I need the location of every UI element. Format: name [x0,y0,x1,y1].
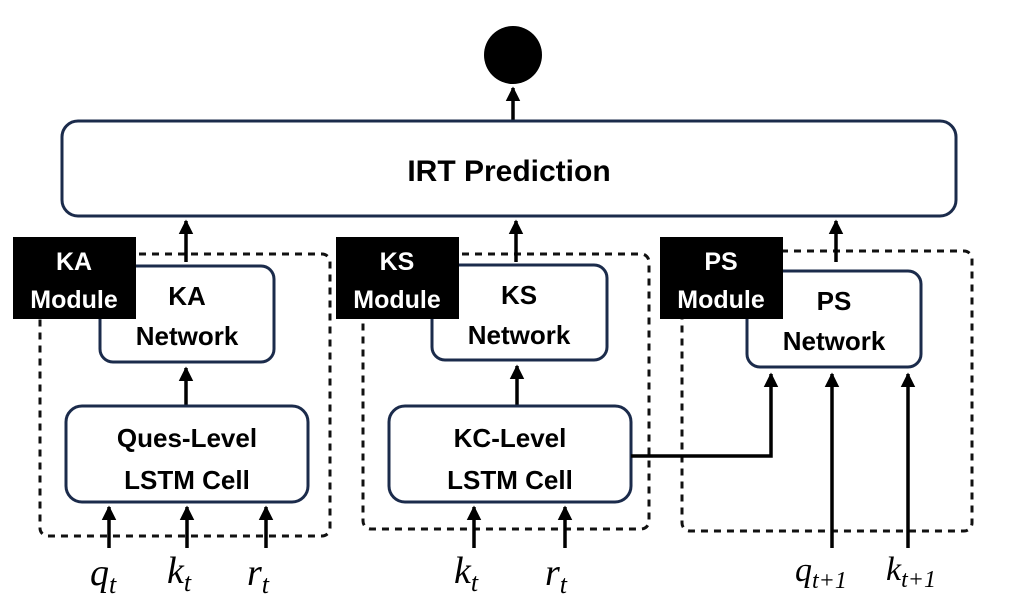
ka-input-k: kt [167,550,192,597]
ka-network-label-line2: Network [136,321,239,351]
ks-input-r: rt [545,552,568,599]
ka-input-q: qt [90,552,117,599]
kc-level-lstm-label-line1: KC-Level [454,423,567,453]
ps-input-k: kt+1 [886,551,936,593]
ques-level-lstm-label-line2: LSTM Cell [124,465,250,495]
ka-network-box: KA Network [98,264,276,364]
ka-input-r: rt [247,552,270,599]
ps-network-box: PS Network [745,269,923,369]
ks-module-tag [336,237,459,319]
ks-module-tag-line2: Module [353,286,441,314]
ks-module-border [361,252,651,531]
kc-level-lstm-cell: KC-Level LSTM Cell [387,404,633,504]
ka-module-tag-line2: Module [30,286,118,314]
kc-level-lstm-label-line2: LSTM Cell [447,465,573,495]
arrow-kc-cell-to-ps-network [631,372,779,458]
ps-module-tag [660,237,783,319]
ks-module: KS Network KS Module KC-Level LSTM Cell … [336,219,651,599]
ps-network-label-line1: PS [817,286,852,316]
ka-module-tag [13,237,136,319]
ks-module-tag-line1: KS [380,248,415,276]
ka-module: KA Network KA Module Ques-Level LSTM Cel… [13,219,332,599]
ps-network-label-line2: Network [783,326,886,356]
ka-module-tag-line1: KA [56,248,92,276]
ks-network-label-line2: Network [468,320,571,350]
ps-input-q: qt+1 [795,552,847,594]
irt-prediction-box: IRT Prediction [60,119,958,218]
ps-module-tag-line1: PS [704,248,737,276]
ks-network-label-line1: KS [501,280,537,310]
ques-level-lstm-cell: Ques-Level LSTM Cell [64,404,310,504]
ks-input-k: kt [454,550,479,597]
ka-network-label-line1: KA [168,281,206,311]
irt-prediction-label: IRT Prediction [407,155,610,188]
ps-module-border [680,249,974,533]
ques-level-lstm-label-line1: Ques-Level [117,423,257,453]
ks-network-box: KS Network [430,263,609,362]
output-node [484,26,542,84]
ps-module-tag-line2: Module [677,286,765,314]
ps-module: PS Network PS Module qt+1 kt+1 [631,219,974,594]
